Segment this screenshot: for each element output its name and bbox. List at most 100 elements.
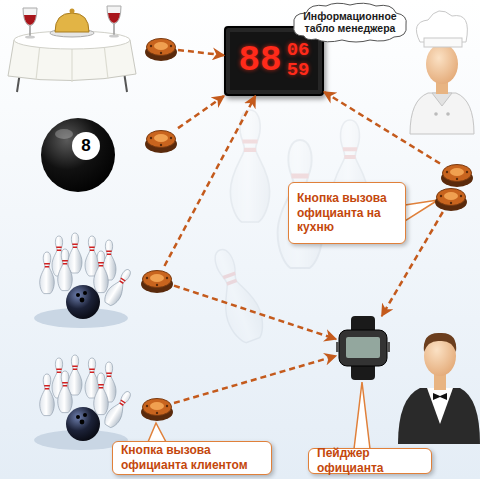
cloth-fold <box>36 44 108 82</box>
button-top <box>437 189 466 206</box>
button-dot <box>150 137 152 139</box>
node-text: 88 <box>238 43 281 79</box>
wine <box>108 13 120 23</box>
bowling-pin <box>204 244 268 346</box>
button-dot <box>460 195 462 197</box>
node-text: Кнопка вызова официанта клиентом <box>121 443 263 472</box>
text-holder: Информационное табло менеджера <box>290 0 410 44</box>
jacket-button <box>434 112 438 116</box>
chef-hat <box>416 11 467 42</box>
call-button <box>144 34 178 62</box>
text-holder <box>440 160 474 188</box>
glass-base <box>109 34 119 37</box>
pager-watch <box>336 316 390 380</box>
wine-glass <box>107 6 121 24</box>
text-holder <box>336 316 390 380</box>
node-text: 06 <box>287 41 310 61</box>
button-press <box>150 274 164 282</box>
button-shape <box>440 160 474 188</box>
billiard-ball <box>41 118 115 192</box>
bowling-pin <box>230 110 269 222</box>
callout-tail <box>148 423 166 442</box>
button-press <box>450 168 464 176</box>
button-dot <box>160 144 162 146</box>
bowling-group <box>34 355 135 450</box>
text-holder: Кнопка вызова официанта на кухню <box>289 183 405 243</box>
button-press <box>154 42 168 50</box>
chef-jacket <box>410 93 474 134</box>
waiter-neck <box>434 374 446 390</box>
call-button <box>144 126 178 154</box>
button-shape <box>140 394 174 422</box>
node-text: 59 <box>287 61 310 81</box>
wine <box>24 15 36 25</box>
button-dot <box>446 171 448 173</box>
cloche-knob <box>70 9 75 14</box>
glass-stem <box>113 24 115 35</box>
dashed-arrow <box>178 96 224 128</box>
button-dot <box>466 171 468 173</box>
button-dot <box>166 405 168 407</box>
button-top <box>143 399 172 416</box>
glass-stem <box>29 26 31 36</box>
button-dot <box>160 52 162 54</box>
text-holder: Кнопка вызова официанта клиентом <box>113 442 271 474</box>
button-shape <box>434 184 468 212</box>
callout-tail <box>405 200 438 221</box>
dashed-arrow <box>174 286 336 339</box>
button-dot <box>156 284 158 286</box>
text-holder <box>140 266 174 294</box>
ball-number-disc <box>72 132 100 160</box>
jacket-button <box>446 112 450 116</box>
callout-box: Пейджер официанта <box>308 448 432 474</box>
button-dot <box>146 405 148 407</box>
button-dot <box>150 45 152 47</box>
button-shape <box>144 34 178 62</box>
button-dot <box>170 137 172 139</box>
button-dot <box>456 178 458 180</box>
button-shape <box>144 126 178 154</box>
thought-cloud: Информационное табло менеджера <box>290 0 410 44</box>
dashed-arrow <box>324 92 440 164</box>
call-button <box>140 266 174 294</box>
dashed-arrow <box>178 50 224 55</box>
waiter-hair <box>424 333 456 352</box>
button-top <box>147 39 176 56</box>
button-dot <box>170 45 172 47</box>
chef-head <box>426 44 458 84</box>
call-button <box>440 160 474 188</box>
watch-screen <box>346 337 380 358</box>
call-button <box>434 184 468 212</box>
cloud-outline <box>294 3 407 42</box>
waiter-jacket <box>398 388 480 444</box>
callout-tail <box>354 382 370 449</box>
button-top <box>147 131 176 148</box>
chef-hat-band <box>424 38 462 47</box>
button-press <box>150 402 164 410</box>
text-holder <box>434 184 468 212</box>
watch-body <box>339 330 387 366</box>
text-holder <box>144 126 178 154</box>
button-shape <box>140 266 174 294</box>
watch-key <box>387 342 390 352</box>
button-press <box>154 134 168 142</box>
button-press <box>444 192 458 200</box>
ball-highlight <box>55 129 73 139</box>
button-dot <box>166 277 168 279</box>
button-dot <box>146 277 148 279</box>
dashed-arrow <box>164 96 255 266</box>
text-holder <box>144 34 178 62</box>
chef-collar <box>432 93 452 106</box>
call-button <box>140 394 174 422</box>
text-holder <box>140 394 174 422</box>
node-text: Пейджер официанта <box>317 446 423 475</box>
button-dot <box>440 195 442 197</box>
node-text: Информационное табло менеджера <box>300 10 400 34</box>
waiter-shirt <box>427 388 453 424</box>
button-top <box>143 271 172 288</box>
callout-box: Кнопка вызова официанта на кухню <box>288 182 406 244</box>
button-top <box>443 165 472 182</box>
bow-tie <box>433 393 447 400</box>
callout-box: Кнопка вызова официанта клиентом <box>112 441 272 475</box>
